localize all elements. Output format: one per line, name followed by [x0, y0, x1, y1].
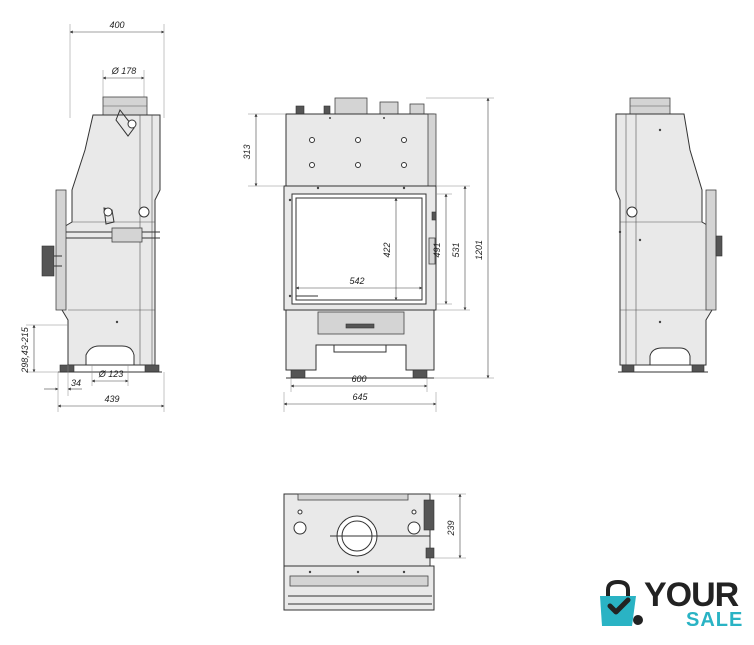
side-view-left: 400 Ø 178	[20, 20, 165, 412]
dim-glass-width: 542	[349, 276, 364, 286]
logo-word-sale: SALE	[686, 609, 744, 631]
shopping-bag-icon	[600, 580, 643, 626]
dim-frame-height: 531	[451, 242, 461, 257]
dim-inner-width: 600	[351, 374, 366, 384]
dim-top-section-height: 313	[242, 144, 252, 159]
dim-bottom-diameter: Ø 123	[98, 369, 124, 379]
dim-top-view-depth: 239	[446, 520, 456, 536]
front-view: 313 422 542 491 531 1201 600 645	[242, 97, 494, 412]
top-view: 239	[283, 493, 466, 611]
side-view-right	[615, 97, 723, 373]
dim-outlet-height: 298,43-215	[20, 326, 30, 374]
dim-total-height: 1201	[474, 240, 484, 260]
dim-wall-offset: 34	[71, 378, 81, 388]
dim-flue-diameter: Ø 178	[111, 66, 137, 76]
logo-word-your: YOUR	[644, 576, 739, 614]
brand-logo: YOUR SALE	[598, 578, 748, 634]
dim-side-depth: 439	[104, 394, 119, 404]
dim-side-width-top: 400	[109, 20, 124, 30]
dim-outer-width: 645	[352, 392, 368, 402]
dim-door-height: 491	[432, 242, 442, 257]
dim-glass-height: 422	[382, 242, 392, 257]
